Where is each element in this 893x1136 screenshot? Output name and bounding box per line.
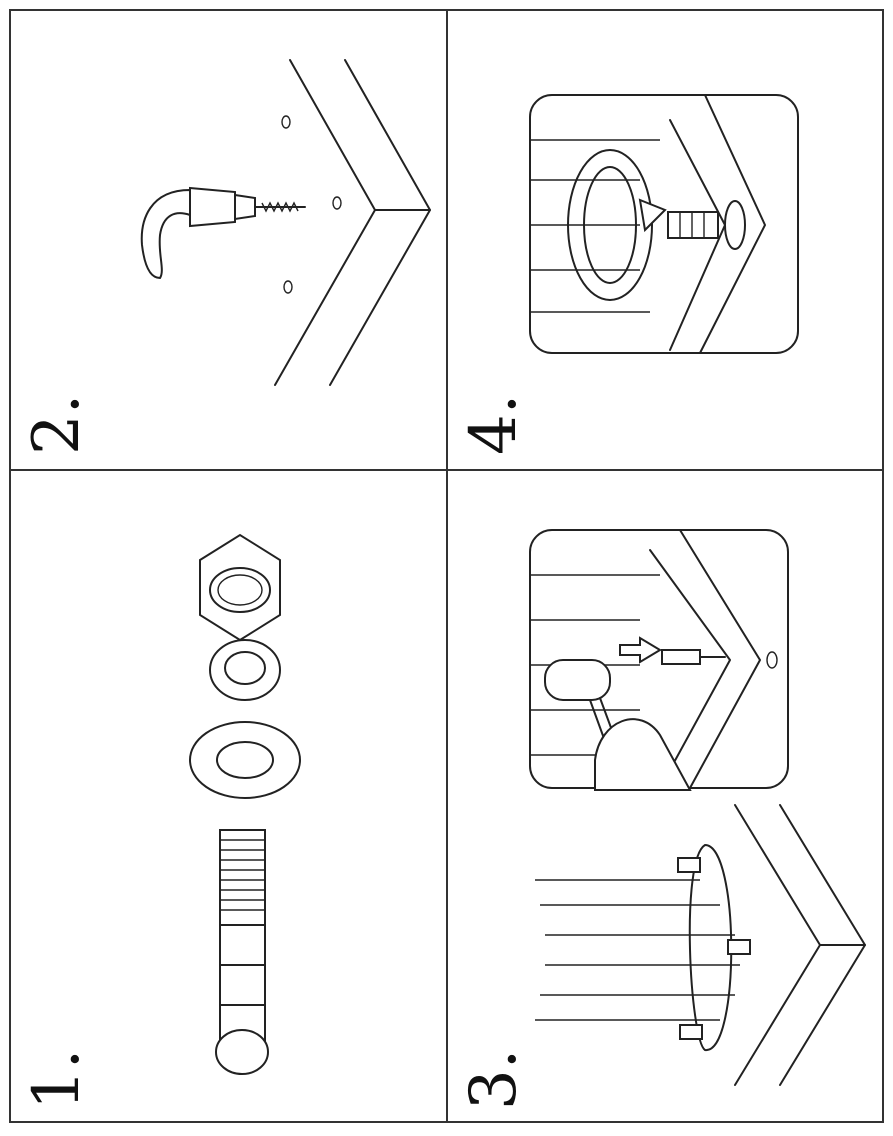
drill-icon (140, 186, 306, 280)
step-number-1: 1. (20, 1048, 94, 1110)
nut-on-bolt (667, 200, 746, 250)
step-number-3: 3. (457, 1048, 531, 1110)
push-arrow-icon (619, 636, 662, 664)
anchor-in-hole (661, 649, 778, 669)
panel-grid (9, 9, 884, 1123)
panel-step-2 (140, 59, 431, 386)
wall-corner (274, 59, 431, 386)
step-number-4: 4. (457, 393, 531, 455)
step-number-2: 2. (20, 393, 94, 455)
panel-step-3 (529, 529, 866, 1086)
panel-step-1 (189, 533, 301, 1075)
lock-washer-icon (209, 639, 281, 701)
mounted-post-icon (535, 804, 866, 1086)
anchor-bolt-icon (215, 829, 269, 1075)
flat-washer-icon (189, 721, 301, 799)
inset-wall (530, 529, 761, 789)
drill-holes (281, 115, 342, 294)
rotation-arrow-icon (567, 149, 667, 301)
hex-nut-icon (199, 533, 281, 642)
panel-step-4 (529, 94, 799, 354)
hammer-icon (544, 659, 692, 791)
